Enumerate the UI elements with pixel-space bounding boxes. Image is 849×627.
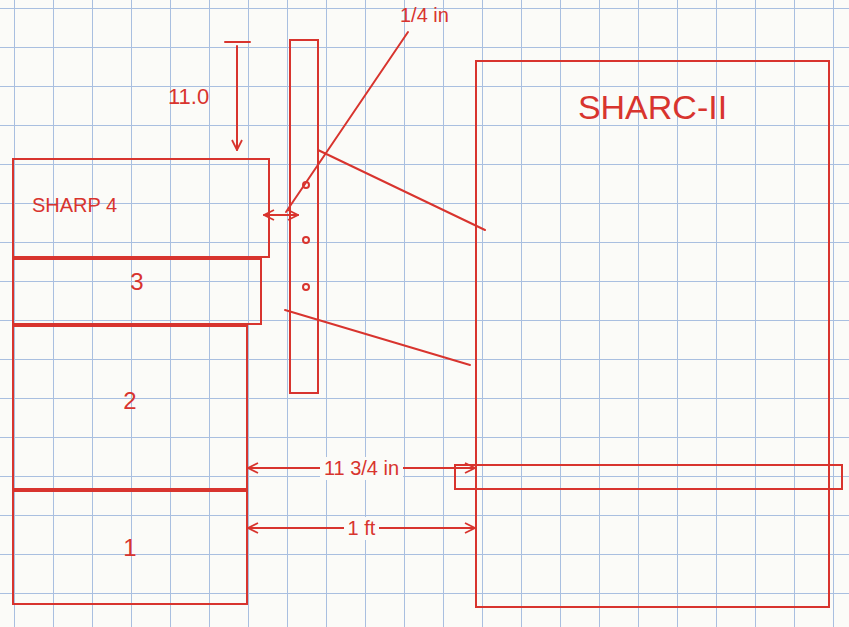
part-label: 2 xyxy=(14,387,246,415)
component-box: 1 xyxy=(12,490,248,605)
dimension-tick xyxy=(225,41,250,43)
part-label: 3 xyxy=(14,268,260,296)
dimension-label-box: 11.0 xyxy=(168,84,209,110)
component-box: 2 xyxy=(12,325,248,490)
mirror-bar xyxy=(290,40,318,393)
component-box: SHARC-II xyxy=(475,60,830,608)
dimension-label: 1/4 in xyxy=(400,4,449,26)
hole-mark xyxy=(303,284,309,290)
beam-line xyxy=(285,310,470,365)
hole-mark xyxy=(303,237,309,243)
band xyxy=(455,465,842,489)
part-label: 1 xyxy=(14,534,246,562)
dimension-label: 11.0 xyxy=(168,84,209,109)
dimension-label: 1 ft xyxy=(344,517,380,540)
dimension-arrow xyxy=(236,46,238,150)
component-box: 3 xyxy=(12,258,262,325)
dimension-label: 11 3/4 in xyxy=(320,457,403,480)
beam-line xyxy=(318,150,485,230)
component-box: SHARP 4 xyxy=(12,158,270,258)
leader-line xyxy=(286,32,408,212)
part-label: SHARP 4 xyxy=(32,194,268,217)
dimension-label-box: 1/4 in xyxy=(400,4,449,27)
instrument-name: SHARC-II xyxy=(477,88,828,127)
